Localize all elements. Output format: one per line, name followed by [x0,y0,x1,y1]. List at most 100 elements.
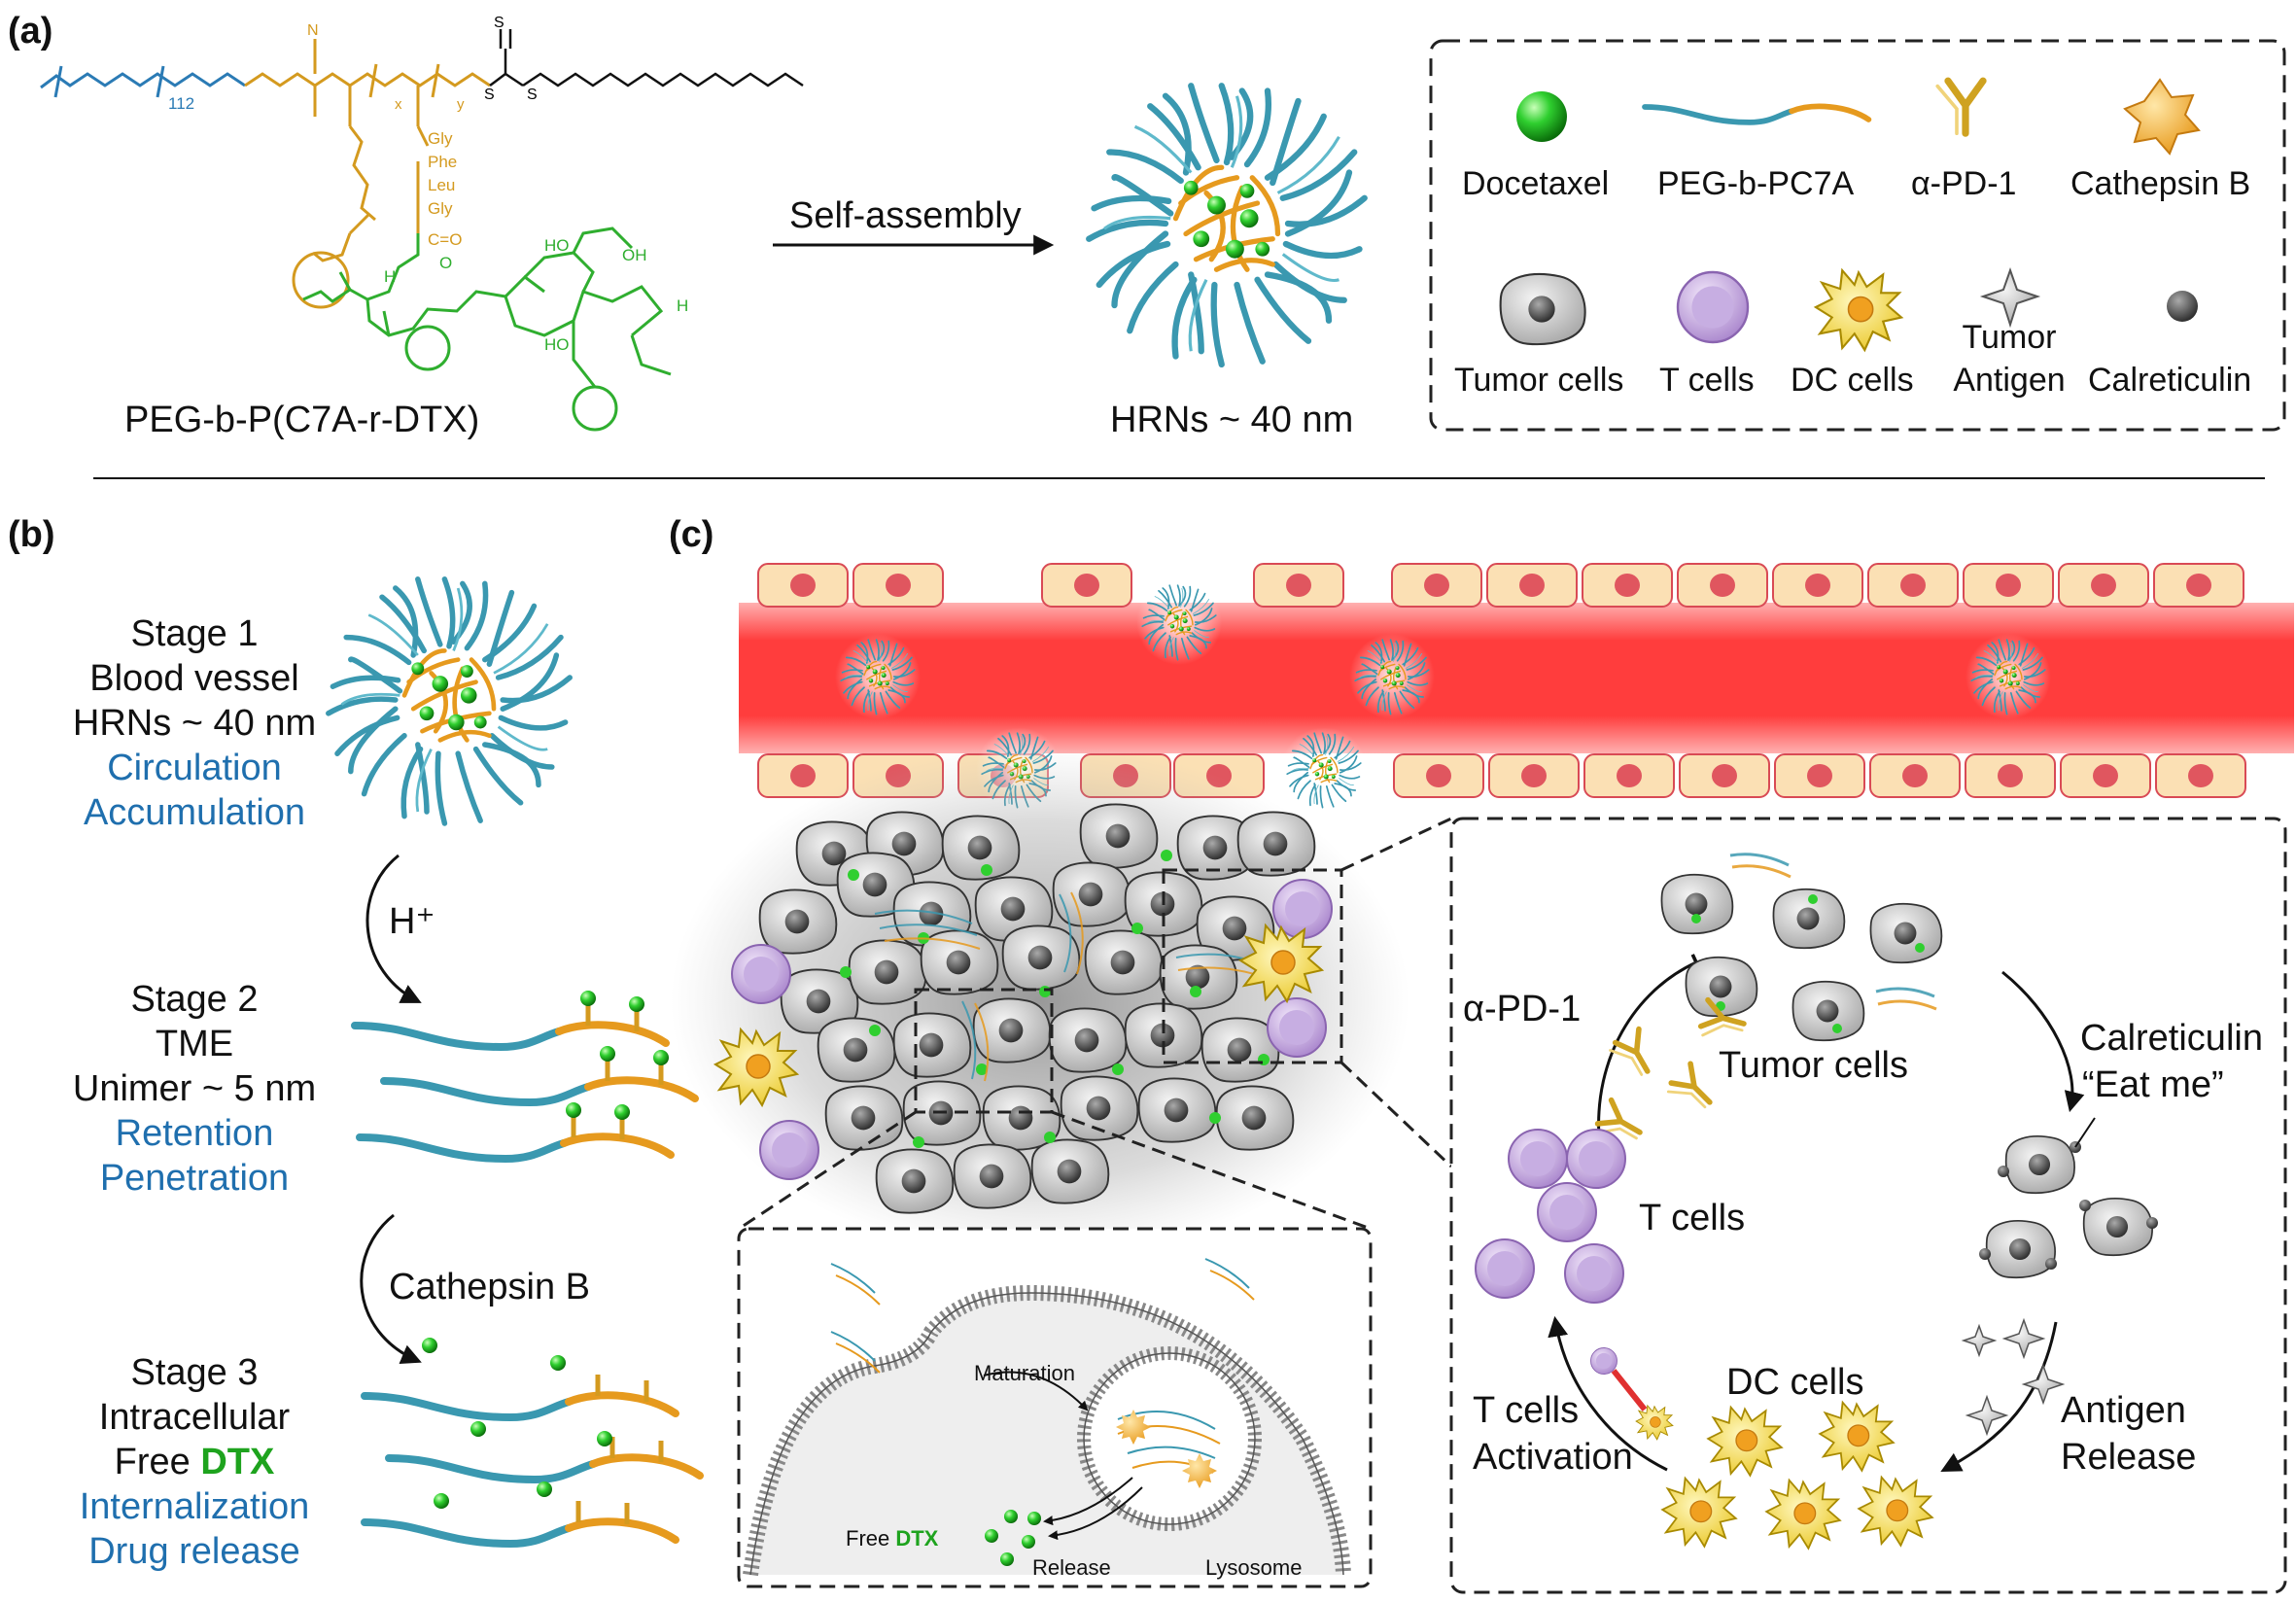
chem-gly1: Gly [428,129,453,148]
polymer-structure: 112 [40,15,804,432]
stage2-text: Stage 2 TME Unimer ~ 5 nm Retention Pene… [73,979,316,1199]
stage1-nanoparticle [329,579,570,823]
endothelial-nucleus [1286,574,1311,597]
cycle-antigen-2: Release [2061,1437,2196,1478]
dtx-dot [1131,923,1143,934]
self-assembly-label: Self-assembly [789,195,1022,236]
dtx-dot [1190,986,1201,997]
cycle-t-cells: T cells [1639,1198,1745,1238]
chem-ho3: HO [544,335,570,354]
dtx-dot [840,966,852,978]
stage3-unimers [365,1338,700,1544]
chem-h2: H [677,296,688,315]
chem-s3: S [527,87,538,103]
endothelial-nucleus [1617,764,1642,787]
cycle-dc-cells: DC cells [1726,1362,1863,1403]
tumor-cell [1052,861,1131,927]
legend-dc-cells: DC cells [1791,362,1914,399]
chem-s2: S [484,87,495,103]
cycle-anti-pd1: α-PD-1 [1463,989,1581,1029]
peg-segment [40,65,246,98]
chem-carbonyl: C=O [428,230,462,249]
svg-text:HRNs ~ 40 nm: HRNs ~ 40 nm [73,703,316,744]
immune-cycle-inset [1449,817,2287,1594]
tumor-cell [953,1143,1032,1209]
cathepsin-arrow-label: Cathepsin B [389,1267,590,1307]
dtx-dot [913,1136,924,1148]
endothelial-nucleus [1998,764,2023,787]
tumor-cell [1124,1002,1203,1068]
legend: Docetaxel PEG-b-PC7A α-PD-1 Cathepsin B … [1454,80,2251,399]
svg-text:Circulation: Circulation [107,748,282,788]
legend-anti-pd1: α-PD-1 [1911,165,2016,202]
tumor-cell [1079,803,1159,869]
svg-text:Blood vessel: Blood vessel [89,658,298,699]
svg-text:Accumulation: Accumulation [84,792,305,833]
cycle-labels: α-PD-1 Tumor cells Calreticulin “Eat me”… [1463,989,2263,1478]
stage2-arrow [360,1213,422,1365]
endothelial-nucleus [1519,574,1545,597]
zoom-connectors [738,817,1453,1231]
tumor-cell [848,939,927,1005]
endothelial-nucleus [1712,764,1737,787]
tumor-cell [892,1012,972,1078]
calreticulin-icon [2167,291,2198,322]
dtx-dot [981,864,992,876]
release-label: Release [1032,1555,1111,1580]
tumor-cell [1236,811,1316,877]
chem-leu: Leu [428,176,455,194]
endothelial-nucleus [1996,574,2021,597]
dtx-dot [1044,1132,1056,1143]
svg-text:Stage 2: Stage 2 [131,979,259,1020]
svg-text:TME: TME [156,1024,233,1064]
chem-o1: O [439,254,452,272]
tumor-cell [1030,1138,1110,1204]
cathepsin-icon [2123,78,2201,156]
svg-text:Stage 3: Stage 3 [131,1352,259,1393]
tumor-cell-icon [1499,273,1586,346]
svg-text:Free DTX: Free DTX [115,1442,275,1482]
dtx-dot [1112,1063,1124,1075]
endothelial-nucleus [1424,574,1449,597]
tumor-cell [1137,1077,1217,1143]
stage1-arrow [365,854,422,1003]
stage2-unimers [355,991,695,1159]
svg-text:Penetration: Penetration [100,1158,289,1199]
dtx-dot [1209,1112,1221,1124]
zoom-box-lysosome [914,988,1054,1114]
dtx-dot [976,1063,988,1075]
chem-oh2: OH [622,246,647,264]
svg-text:Drug release: Drug release [88,1531,300,1572]
zoom-box-cycle [1162,868,1343,1064]
endothelial-nucleus [1807,764,1832,787]
endothelial-nucleus [2188,764,2213,787]
dtx-dot [1039,986,1051,997]
legend-tumor-antigen-1: Tumor [1963,319,2057,356]
svg-text:Internalization: Internalization [80,1486,310,1527]
endothelial-nucleus [886,574,911,597]
hrn-label: HRNs ~ 40 nm [1110,400,1353,440]
antibody-icon [1937,81,1983,133]
legend-docetaxel: Docetaxel [1462,165,1609,202]
docetaxel-icon [1516,91,1567,142]
chem-gly2: Gly [428,199,453,218]
cycle-antigen-1: Antigen [2061,1390,2186,1431]
dtx-dot [848,869,859,881]
legend-t-cells: T cells [1659,362,1755,399]
tumor-cell [824,1085,904,1151]
svg-text:Retention: Retention [116,1113,274,1154]
tumor-cell [941,815,1021,881]
maturation-label: Maturation [974,1361,1075,1385]
endothelial-nucleus [2091,574,2116,597]
panel-c-label: (c) [669,514,713,555]
svg-text:Stage 1: Stage 1 [131,613,259,654]
endothelial-nucleus [1710,574,1735,597]
peg-repeat: 112 [168,94,194,113]
svg-text:Intracellular: Intracellular [99,1397,291,1438]
tumor-cell [1084,929,1164,995]
blood-vessel [739,603,2294,753]
legend-calreticulin: Calreticulin [2088,362,2251,399]
cycle-t-activation-1: T cells [1473,1390,1579,1431]
stage1-text: Stage 1 Blood vessel HRNs ~ 40 nm Circul… [73,613,316,833]
